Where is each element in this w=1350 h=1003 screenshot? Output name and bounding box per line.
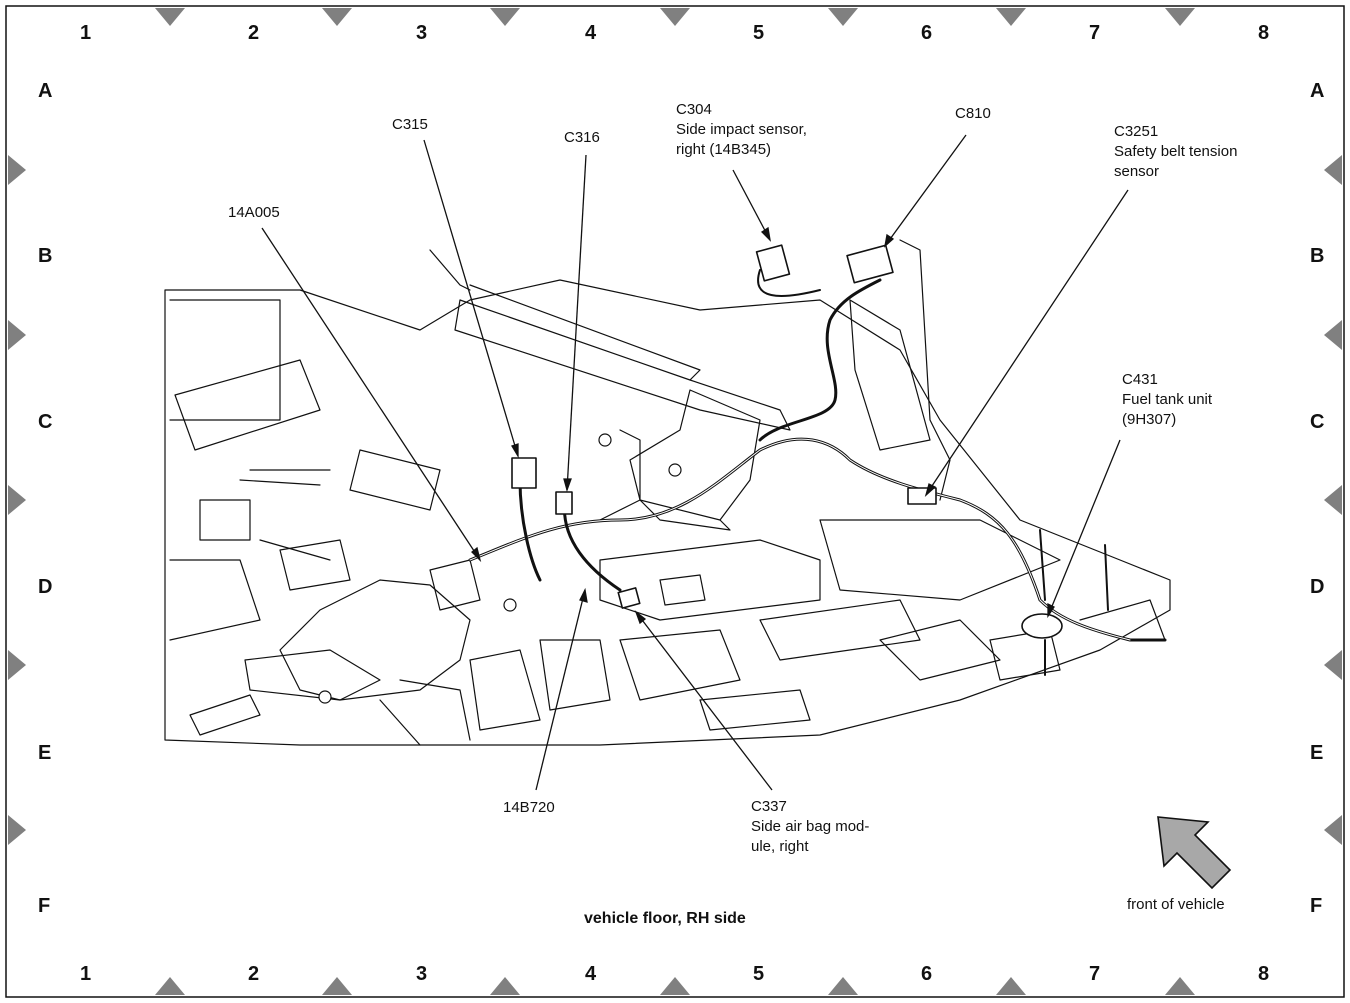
callout-c304-line2: right (14B345) — [676, 141, 772, 158]
grid-markers — [8, 8, 1342, 995]
grid-row-left-e: E — [38, 742, 52, 764]
diagram-caption: vehicle floor, RH side — [584, 910, 746, 927]
grid-col-bottom-4: 4 — [585, 963, 597, 985]
callout-c337-line1: Side air bag mod- — [751, 818, 870, 835]
grid-col-top-8: 8 — [1258, 22, 1270, 44]
grid-row-right-a: A — [1310, 80, 1325, 102]
grid-row-right-c: C — [1310, 411, 1325, 433]
callout-c810-id: C810 — [955, 105, 991, 122]
grid-col-top-2: 2 — [248, 22, 260, 44]
grid-col-bottom-6: 6 — [921, 963, 933, 985]
callout-c304-id: C304 — [676, 101, 712, 118]
callout-14a005-id: 14A005 — [228, 204, 280, 221]
front-of-vehicle-label: front of vehicle — [1127, 896, 1225, 913]
grid-col-bottom-7: 7 — [1089, 963, 1101, 985]
callout-c431-line2: (9H307) — [1122, 411, 1177, 428]
grid-col-top-6: 6 — [921, 22, 933, 44]
callout-c316-id: C316 — [564, 129, 600, 146]
front-arrow-icon — [1157, 816, 1232, 890]
grid-col-bottom-3: 3 — [416, 963, 428, 985]
callout-c3251-id: C3251 — [1114, 123, 1159, 140]
grid-col-bottom-5: 5 — [753, 963, 765, 985]
grid-col-bottom-1: 1 — [80, 963, 92, 985]
floor-pan-drawing — [164, 239, 1171, 746]
leader-lines — [261, 134, 1129, 791]
grid-row-right-e: E — [1310, 742, 1324, 764]
page-border — [5, 5, 1345, 998]
callout-c316: C316 — [564, 128, 600, 148]
grid-row-right-d: D — [1310, 576, 1325, 598]
callout-c3251: C3251 Safety belt tension sensor — [1114, 122, 1237, 182]
callout-c810: C810 — [955, 104, 991, 124]
callout-c3251-line1: Safety belt tension — [1114, 143, 1238, 160]
grid-row-left-f: F — [38, 895, 51, 917]
grid-col-bottom-8: 8 — [1258, 963, 1270, 985]
callout-c337: C337 Side air bag mod- ule, right — [751, 797, 869, 857]
callout-14b720: 14B720 — [503, 798, 555, 818]
grid-col-bottom-2: 2 — [248, 963, 260, 985]
callout-c304: C304 Side impact sensor, right (14B345) — [676, 100, 807, 160]
callout-c304-line1: Side impact sensor, — [676, 121, 807, 138]
callout-c431-id: C431 — [1122, 371, 1158, 388]
grid-row-left-b: B — [38, 245, 53, 267]
grid-col-top-3: 3 — [416, 22, 428, 44]
callout-c3251-line2: sensor — [1114, 163, 1160, 180]
callout-c315-id: C315 — [392, 116, 428, 133]
callout-14a005: 14A005 — [228, 203, 280, 223]
grid-col-top-7: 7 — [1089, 22, 1101, 44]
grid-col-top-1: 1 — [80, 22, 92, 44]
grid-row-left-c: C — [38, 411, 53, 433]
callout-c337-id: C337 — [751, 798, 787, 815]
grid-col-top-5: 5 — [753, 22, 765, 44]
grid-row-right-b: B — [1310, 245, 1325, 267]
grid-row-left-d: D — [38, 576, 53, 598]
grid-col-top-4: 4 — [585, 22, 597, 44]
callout-14b720-id: 14B720 — [503, 799, 555, 816]
callout-c337-line2: ule, right — [751, 838, 809, 855]
callout-c315: C315 — [392, 115, 428, 135]
grid-row-left-a: A — [38, 80, 53, 102]
callout-c431: C431 Fuel tank unit (9H307) — [1122, 370, 1212, 430]
grid-row-right-f: F — [1310, 895, 1323, 917]
callout-c431-line1: Fuel tank unit — [1122, 391, 1213, 408]
